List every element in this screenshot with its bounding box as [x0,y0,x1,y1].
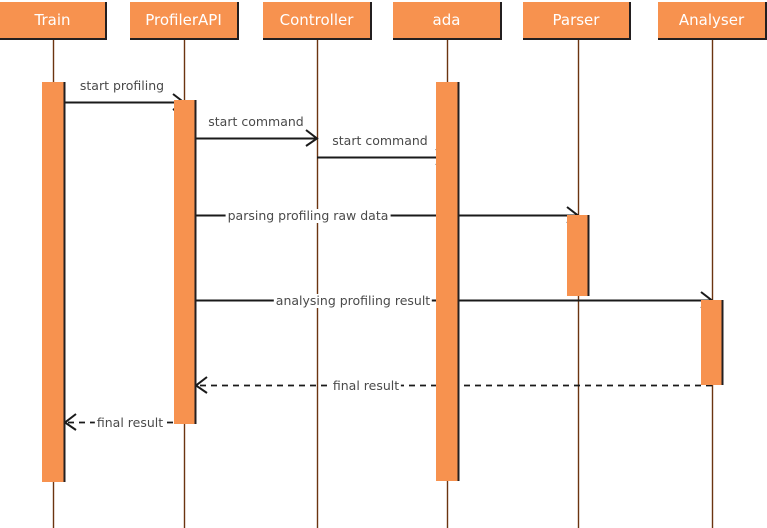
participant-box-profilerapi[interactable]: ProfilerAPI [130,2,239,40]
message-m2[interactable] [184,129,319,147]
activation-fill-parser [567,215,589,296]
participant-label-parser: Parser [552,11,600,29]
participant-box-train[interactable]: Train [0,2,107,40]
activation-bar-profilerapi [174,100,197,424]
message-label-m4: parsing profiling raw data [225,208,391,223]
message-label-m3: start command [332,133,428,148]
lifelines-layer [52,40,714,528]
message-label-m1: start profiling [79,78,165,93]
message-label-m7: final result [94,415,166,430]
activation-bar-ada [436,82,460,481]
participant-box-analyser[interactable]: Analyser [658,2,767,40]
participant-label-profilerapi: ProfilerAPI [145,11,222,29]
participant-box-ada[interactable]: ada [393,2,502,40]
message-label-m2: start command [208,114,304,129]
message-label-m6: final result [330,378,402,393]
activation-bar-train [42,82,66,482]
activations-layer [42,82,724,482]
message-label-m5: analysing profiling result [273,293,433,308]
message-m1[interactable] [53,93,186,111]
participant-label-train: Train [34,11,71,29]
activation-fill-train [42,82,65,482]
activation-fill-ada [436,82,459,481]
activation-bar-analyser [701,300,724,385]
activation-fill-profilerapi [174,100,196,424]
participant-box-controller[interactable]: Controller [263,2,372,40]
message-m3[interactable] [317,148,449,166]
activation-fill-analyser [701,300,723,385]
arrowhead-m2 [305,129,319,147]
activation-bar-parser [567,215,590,296]
participant-label-analyser: Analyser [678,11,745,29]
participant-label-controller: Controller [279,11,354,29]
participant-box-parser[interactable]: Parser [523,2,631,40]
participant-label-ada: ada [432,11,461,29]
